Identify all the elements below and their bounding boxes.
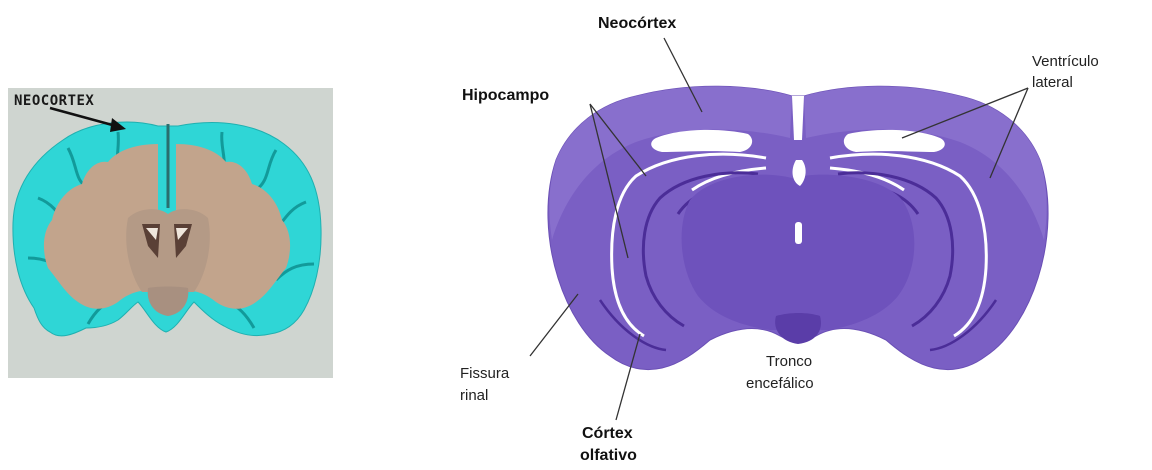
- leader-rhinal-fissure: [530, 294, 578, 356]
- label-olfactory-cortex-2: olfativo: [580, 446, 637, 465]
- label-rhinal-fissure-1: Fissura: [460, 364, 509, 383]
- label-hippocampus: Hipocampo: [462, 86, 549, 105]
- human-brain-photo: NEOCORTEX: [8, 88, 333, 378]
- midline-fissure: [792, 96, 804, 140]
- rodent-brain-diagram: Neocórtex Hipocampo Ventrículo lateral F…: [440, 0, 1152, 470]
- label-neocortex: Neocórtex: [598, 14, 676, 33]
- label-neocortex-left: NEOCORTEX: [14, 92, 94, 111]
- thalamus: [682, 175, 915, 330]
- label-brainstem-2: encefálico: [746, 374, 814, 393]
- basal-ganglia: [126, 209, 210, 292]
- brainstem: [775, 313, 821, 344]
- label-lateral-ventricle-2: lateral: [1032, 73, 1073, 92]
- label-brainstem-1: Tronco: [766, 352, 812, 371]
- label-lateral-ventricle-1: Ventrículo: [1032, 52, 1099, 71]
- third-ventricle: [795, 222, 802, 244]
- label-rhinal-fissure-2: rinal: [460, 386, 488, 405]
- human-brain-illustration: [8, 88, 333, 378]
- label-olfactory-cortex-1: Córtex: [582, 424, 633, 443]
